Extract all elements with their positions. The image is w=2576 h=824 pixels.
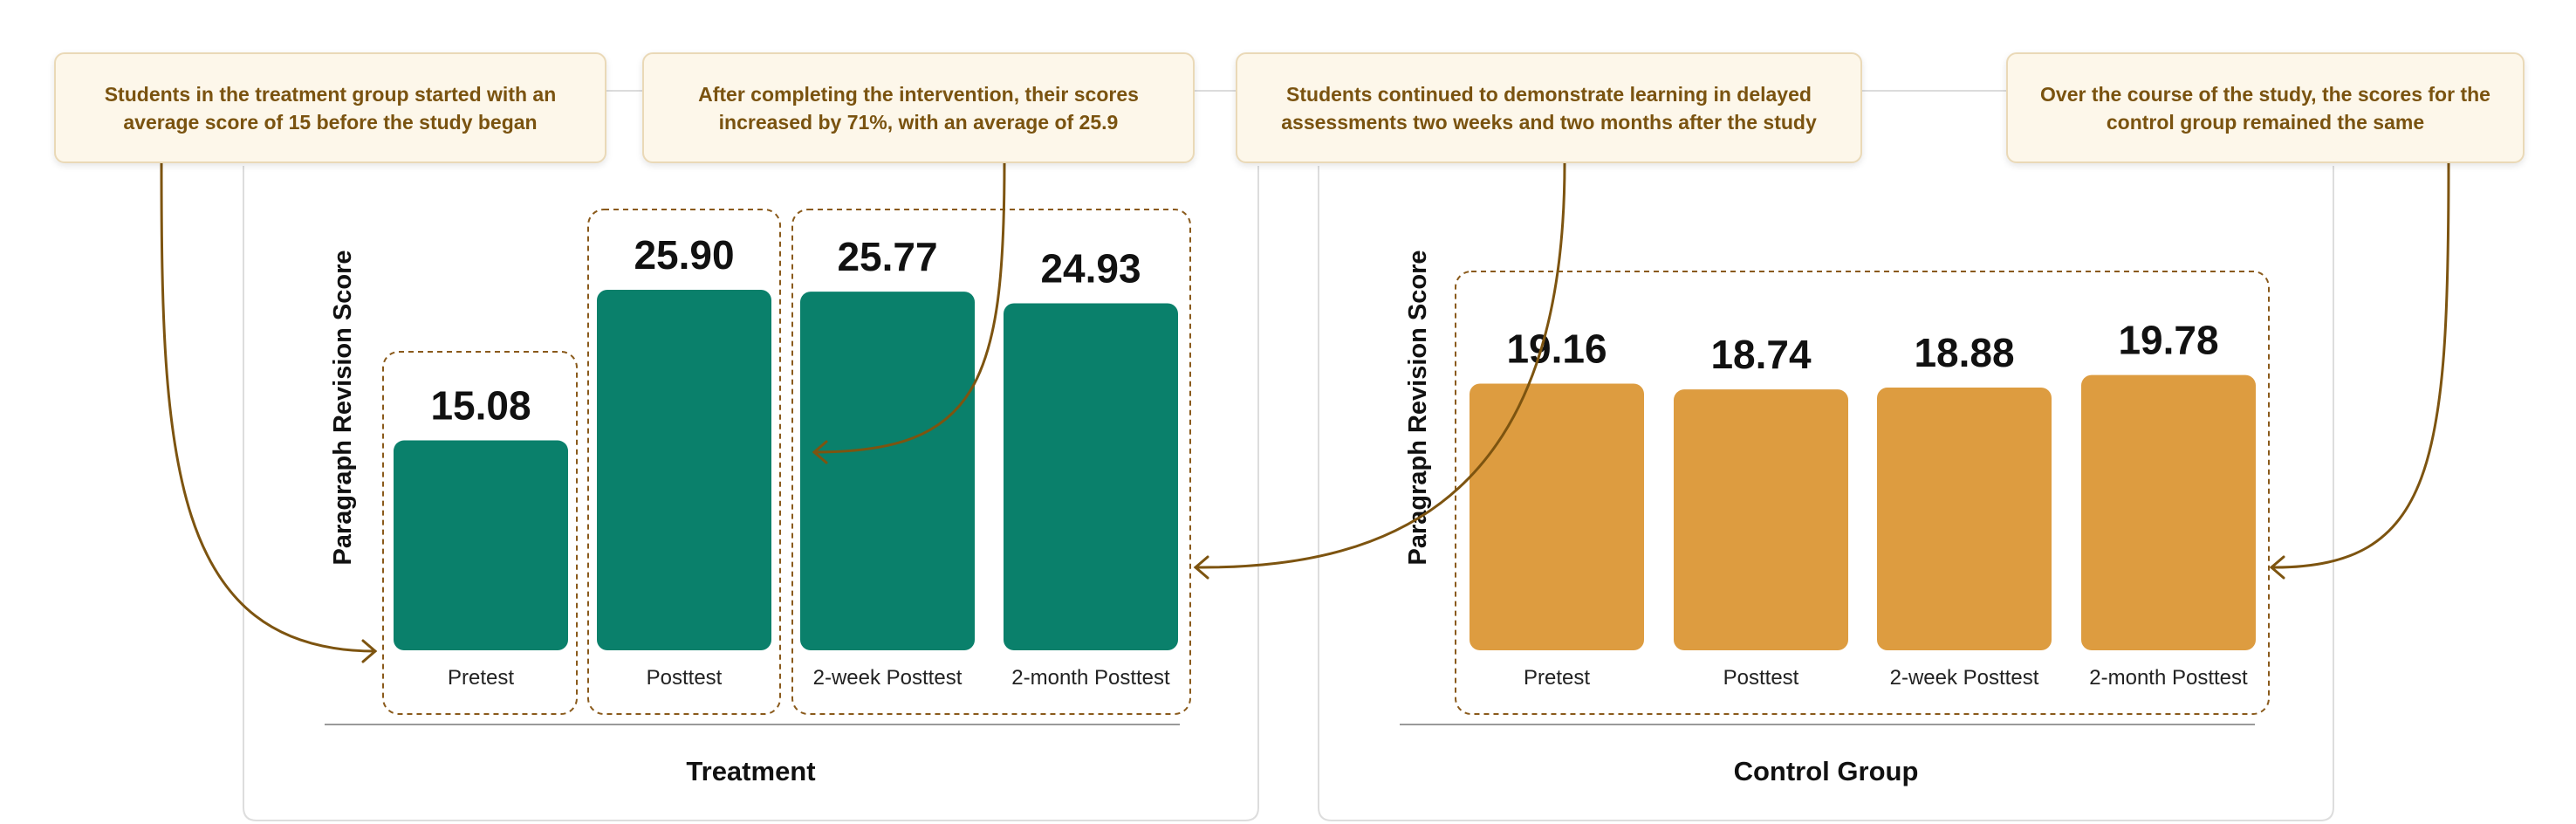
treatment-group-title: Treatment (686, 756, 815, 786)
control-value-label-3: 18.88 (1914, 330, 2014, 375)
callout-posttest-text: After completing the intervention, their… (698, 82, 1139, 134)
arrow-posttest (812, 161, 1006, 454)
control-group-title: Control Group (1734, 756, 1919, 786)
treatment-bar-3 (800, 292, 975, 650)
bracket-pretest (382, 351, 578, 715)
treatment-y-axis-label: Paragraph Revision Score (329, 250, 357, 565)
treatment-category-label-3: 2-week Posttest (813, 666, 963, 690)
callout-delayed-text: Students continued to demonstrate learni… (1281, 82, 1817, 134)
control-bar-2 (1674, 389, 1848, 650)
callout-delayed-note: Students continued to demonstrate learni… (1236, 52, 1862, 163)
arrow-pretest-head (361, 639, 378, 663)
treatment-bar-2 (597, 290, 771, 650)
treatment-value-label-1: 15.08 (430, 383, 531, 429)
treatment-value-label-3: 25.77 (837, 234, 937, 279)
control-panel-frame (1318, 166, 2334, 821)
callout-control-text: Over the course of the study, the scores… (2040, 82, 2490, 134)
arrow-delayed-head (1193, 555, 1209, 580)
arrow-control-head (2269, 555, 2285, 580)
treatment-panel-frame (243, 166, 1259, 821)
treatment-value-label-2: 25.90 (634, 232, 734, 278)
bracket-delayed (791, 209, 1191, 715)
treatment-value-label-4: 24.93 (1040, 245, 1141, 291)
callout-pretest-text: Students in the treatment group started … (104, 82, 557, 134)
control-value-label-2: 18.74 (1710, 332, 1812, 377)
bracket-control-all (1455, 271, 2270, 715)
control-category-label-1: Pretest (1524, 666, 1590, 690)
control-category-label-2: Posttest (1723, 666, 1799, 690)
callout-control-note: Over the course of the study, the scores… (2006, 52, 2525, 163)
bracket-posttest (587, 209, 781, 715)
treatment-bar-4 (1004, 303, 1178, 650)
arrow-control (2270, 161, 2450, 569)
treatment-category-label-4: 2-month Posttest (1011, 666, 1170, 690)
control-bar-1 (1470, 383, 1644, 650)
treatment-category-label-2: Posttest (647, 666, 723, 690)
control-value-label-1: 19.16 (1506, 326, 1607, 371)
control-category-label-3: 2-week Posttest (1890, 666, 2039, 690)
callout-posttest-note: After completing the intervention, their… (642, 52, 1195, 163)
callout-pretest-note: Students in the treatment group started … (54, 52, 606, 163)
arrow-posttest-head (812, 440, 828, 464)
treatment-bar-1 (394, 440, 568, 650)
control-bar-3 (1877, 387, 2052, 650)
control-value-label-4: 19.78 (2118, 318, 2218, 363)
control-bar-4 (2081, 374, 2256, 650)
arrow-pretest (160, 161, 377, 653)
treatment-category-label-1: Pretest (448, 666, 514, 690)
arrow-delayed (1194, 161, 1566, 569)
control-category-label-4: 2-month Posttest (2089, 666, 2248, 690)
